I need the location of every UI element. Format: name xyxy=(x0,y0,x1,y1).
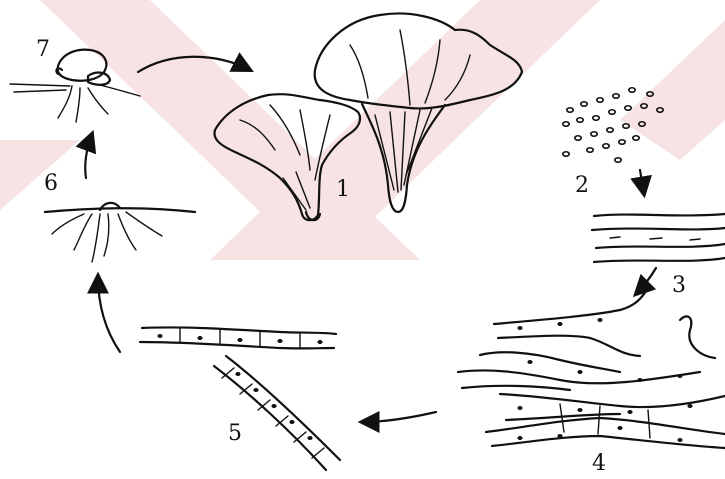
stage-label-7: 7 xyxy=(36,37,50,62)
stage-label-4: 4 xyxy=(592,451,606,476)
spore xyxy=(587,148,593,152)
spore xyxy=(581,102,587,106)
spore xyxy=(567,108,573,112)
stage-5-septate-hyphae: 5 xyxy=(140,327,340,470)
spore xyxy=(625,106,631,110)
cell-dot xyxy=(518,437,522,440)
spore xyxy=(563,152,569,156)
cell-dot xyxy=(558,435,562,438)
spore xyxy=(609,110,615,114)
spore xyxy=(591,132,597,136)
cell-dot xyxy=(678,375,682,378)
cell-dot xyxy=(638,379,642,382)
cell-dot xyxy=(628,411,632,414)
cell-dot xyxy=(518,327,522,330)
spore xyxy=(603,144,609,148)
cell-dot xyxy=(518,407,522,410)
arrow-2-to-3 xyxy=(640,170,644,194)
cell-dot xyxy=(308,437,312,440)
arrow-6-to-7 xyxy=(85,134,92,178)
stage-6-primordium: 6 xyxy=(44,171,195,262)
spore xyxy=(593,116,599,120)
cell-dot xyxy=(678,439,682,442)
cell-dot xyxy=(290,421,294,424)
spore xyxy=(577,118,583,122)
stage-label-2: 2 xyxy=(575,173,589,198)
cell-dot xyxy=(578,409,582,412)
stage-label-6: 6 xyxy=(44,171,58,196)
stage-4-secondary-mycelium: 4 xyxy=(458,288,725,476)
cell-dot xyxy=(528,361,532,364)
spore xyxy=(619,140,625,144)
stage-3-primary-hyphae: 3 xyxy=(592,214,725,298)
cell-dot xyxy=(318,341,322,344)
cell-dot xyxy=(558,323,562,326)
cell-dot xyxy=(618,427,622,430)
cell-dot xyxy=(236,373,240,376)
spore xyxy=(597,98,603,102)
spore xyxy=(633,136,639,140)
cell-dot xyxy=(198,337,202,340)
spore xyxy=(613,94,619,98)
stage-label-3: 3 xyxy=(672,273,686,298)
spore xyxy=(563,122,569,126)
cell-dot xyxy=(272,405,276,408)
stage-label-5: 5 xyxy=(228,421,242,446)
cell-dot xyxy=(254,389,258,392)
spore xyxy=(629,88,635,92)
spore xyxy=(615,158,621,162)
spore xyxy=(623,124,629,128)
cell-dot xyxy=(598,319,602,322)
spore xyxy=(607,128,613,132)
arrow-5-to-6 xyxy=(98,276,120,352)
cell-dot xyxy=(158,335,162,338)
cell-dot xyxy=(578,371,582,374)
stage-label-1: 1 xyxy=(336,177,350,202)
arrow-4-to-5 xyxy=(362,412,436,422)
spore xyxy=(575,136,581,140)
cell-dot xyxy=(688,405,692,408)
cell-dot xyxy=(278,340,282,343)
cell-dot xyxy=(238,339,242,342)
